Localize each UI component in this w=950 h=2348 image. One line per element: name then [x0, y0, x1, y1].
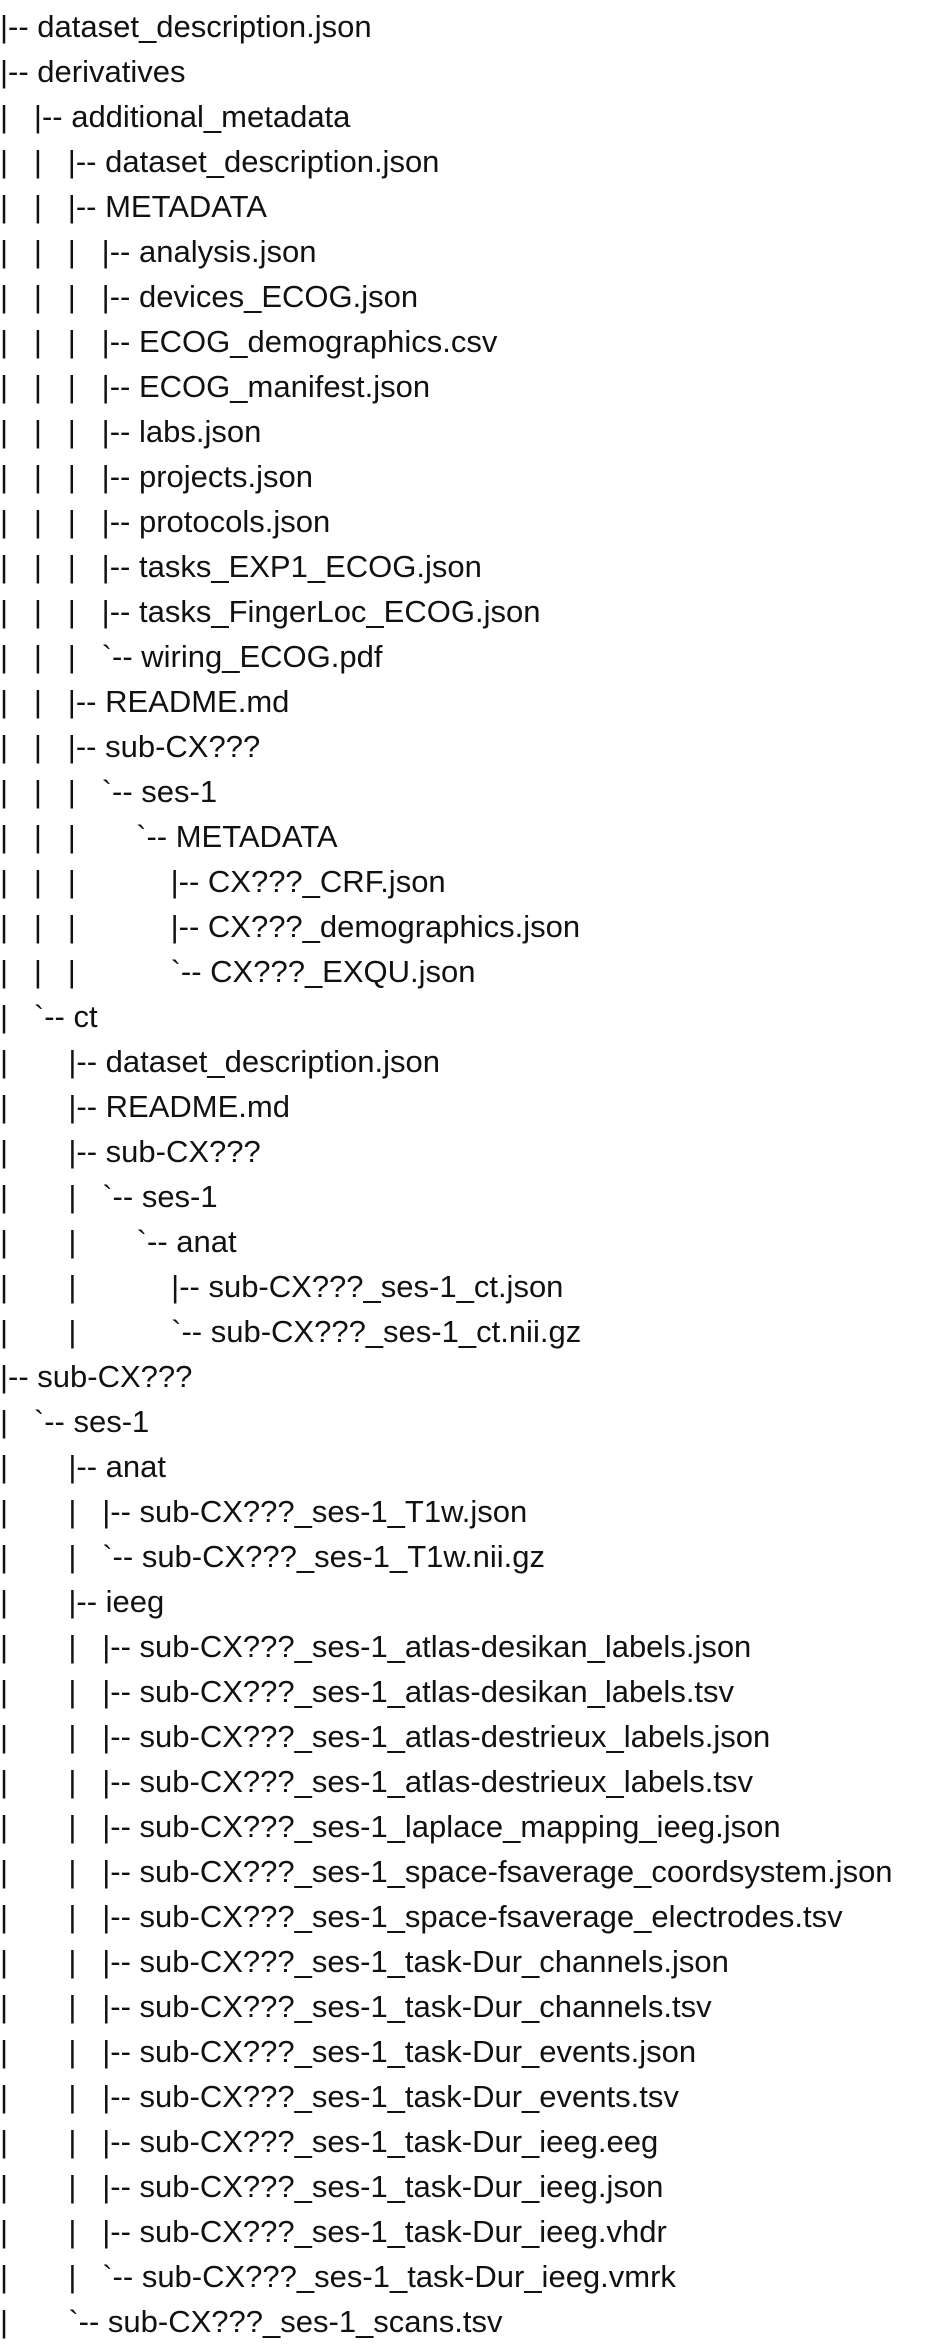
tree-line: | `-- sub-CX???_ses-1_scans.tsv	[0, 2304, 503, 2339]
tree-line: | | | `-- CX???_EXQU.json	[0, 954, 476, 989]
tree-line: | | | |-- tasks_EXP1_ECOG.json	[0, 549, 482, 584]
tree-line: | |-- additional_metadata	[0, 99, 351, 134]
tree-line: | | |-- sub-CX???_ses-1_T1w.json	[0, 1494, 528, 1529]
tree-line: | | | |-- CX???_CRF.json	[0, 864, 446, 899]
tree-line: | |-- ieeg	[0, 1584, 165, 1619]
tree-line: | | |-- sub-CX???_ses-1_ct.json	[0, 1269, 564, 1304]
tree-line: | | | `-- ses-1	[0, 774, 218, 809]
tree-line: | | | `-- METADATA	[0, 819, 338, 854]
tree-line: | | `-- ses-1	[0, 1179, 218, 1214]
tree-line: | | |-- sub-CX???_ses-1_space-fsaverage_…	[0, 1854, 893, 1889]
tree-line: | | |-- sub-CX???	[0, 729, 261, 764]
tree-line: | | |-- sub-CX???_ses-1_task-Dur_events.…	[0, 2034, 697, 2069]
tree-line: | |-- README.md	[0, 1089, 290, 1124]
tree-line: | | `-- anat	[0, 1224, 237, 1259]
tree-line: |-- derivatives	[0, 54, 186, 89]
tree-line: | | | |-- ECOG_manifest.json	[0, 369, 431, 404]
tree-line: | | | |-- analysis.json	[0, 234, 317, 269]
tree-line: | | |-- sub-CX???_ses-1_task-Dur_ieeg.ee…	[0, 2124, 659, 2159]
tree-line: | | `-- sub-CX???_ses-1_T1w.nii.gz	[0, 1539, 546, 1574]
tree-line: | | `-- sub-CX???_ses-1_ct.nii.gz	[0, 1314, 582, 1349]
tree-line: | |-- dataset_description.json	[0, 1044, 440, 1079]
tree-line: | | | |-- devices_ECOG.json	[0, 279, 419, 314]
tree-line: | `-- ses-1	[0, 1404, 150, 1439]
tree-line: |-- sub-CX???	[0, 1359, 193, 1394]
tree-line: |-- dataset_description.json	[0, 9, 372, 44]
tree-line: | | | |-- CX???_demographics.json	[0, 909, 581, 944]
tree-line: | | |-- sub-CX???_ses-1_task-Dur_channel…	[0, 1944, 729, 1979]
tree-line: | | | |-- labs.json	[0, 414, 262, 449]
tree-line: | | |-- sub-CX???_ses-1_space-fsaverage_…	[0, 1899, 843, 1934]
tree-line: | | |-- sub-CX???_ses-1_task-Dur_channel…	[0, 1989, 712, 2024]
tree-line: | | |-- sub-CX???_ses-1_atlas-desikan_la…	[0, 1629, 752, 1664]
tree-line: | | |-- METADATA	[0, 189, 267, 224]
tree-line: | | |-- sub-CX???_ses-1_atlas-destrieux_…	[0, 1719, 771, 1754]
tree-line: | | |-- sub-CX???_ses-1_atlas-desikan_la…	[0, 1674, 735, 1709]
tree-line: | | |-- sub-CX???_ses-1_task-Dur_ieeg.js…	[0, 2169, 664, 2204]
tree-line: | | |-- sub-CX???_ses-1_atlas-destrieux_…	[0, 1764, 753, 1799]
tree-line: | | | |-- projects.json	[0, 459, 314, 494]
tree-line: | | | `-- wiring_ECOG.pdf	[0, 639, 383, 674]
tree-line: | | |-- sub-CX???_ses-1_task-Dur_ieeg.vh…	[0, 2214, 667, 2249]
tree-line: | | |-- README.md	[0, 684, 290, 719]
tree-line: | | | |-- protocols.json	[0, 504, 331, 539]
tree-line: | | |-- sub-CX???_ses-1_task-Dur_events.…	[0, 2079, 679, 2114]
tree-line: | | |-- sub-CX???_ses-1_laplace_mapping_…	[0, 1809, 781, 1844]
tree-line: | |-- anat	[0, 1449, 166, 1484]
tree-line: | |-- sub-CX???	[0, 1134, 261, 1169]
tree-line: | | | |-- tasks_FingerLoc_ECOG.json	[0, 594, 541, 629]
tree-line: | | `-- sub-CX???_ses-1_task-Dur_ieeg.vm…	[0, 2259, 676, 2294]
tree-line: | | | |-- ECOG_demographics.csv	[0, 324, 498, 359]
tree-line: | | |-- dataset_description.json	[0, 144, 440, 179]
tree-line: | `-- ct	[0, 999, 98, 1034]
